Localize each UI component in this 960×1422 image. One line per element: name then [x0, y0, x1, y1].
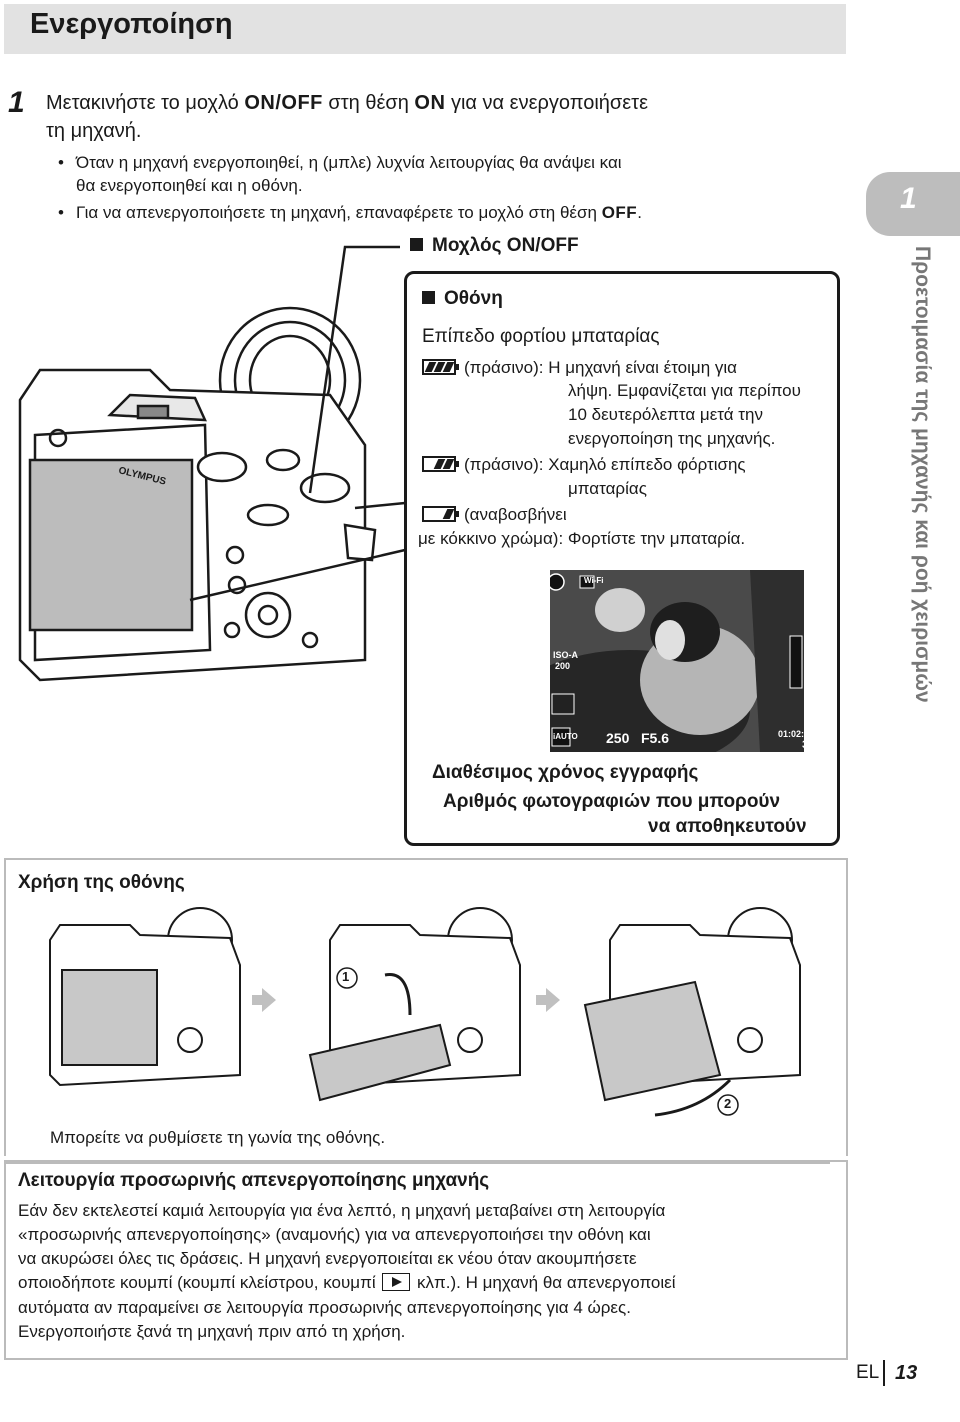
monitor-tilt-illustrations [49, 907, 801, 1117]
shots-label-line1: Αριθμός φωτογραφιών που μπορούν [443, 791, 781, 812]
battery-empty-text: (αναβοσβήνει [464, 505, 567, 524]
lcd-shutter: 250 [606, 730, 630, 746]
off-label: OFF [601, 203, 638, 222]
monitor-section-box [4, 858, 848, 1156]
battery-full-line2: λήψη. Εμφανίζεται για περίπου [568, 381, 801, 400]
battery-empty-line2: με κόκκινο χρώμα): Φορτίστε την μπαταρία… [418, 529, 746, 548]
lcd-shots: 38 [802, 739, 804, 751]
playback-button-icon [382, 1273, 411, 1291]
rec-time-label: Διαθέσιμος χρόνος εγγραφής [432, 762, 699, 783]
step-instruction-line2: τη μηχανή. [46, 120, 142, 142]
monitor-section-title: Χρήση της οθόνης [18, 872, 185, 893]
battery-full-text: (πράσινο): Η μηχανή είναι έτοιμη για [464, 358, 737, 377]
lcd-screen: Wi-Fi ISO-A 200 iAUTO 250 F5.6 01:02:03 … [550, 570, 804, 752]
tilt-step-2: 2 [724, 1096, 732, 1111]
on-label: ON [414, 92, 446, 114]
lcd-aperture: F5.6 [641, 730, 670, 746]
bullet-text: . [637, 203, 642, 222]
step-text: στη θέση [322, 92, 415, 114]
sleep-text: κλπ.). Η μηχανή θα απενεργοποιεί [412, 1273, 676, 1292]
chapter-number: 1 [900, 182, 917, 215]
battery-level-title: Επίπεδο φορτίου μπαταρίας [422, 326, 660, 347]
on-off-label: ON/OFF [244, 92, 323, 114]
battery-empty-line1: (αναβοσβήνει [422, 505, 567, 525]
lcd-rec-time: 01:02:03 [778, 729, 804, 739]
battery-low-line2: μπαταρίας [568, 479, 647, 498]
sleep-text: οποιοδήποτε κουμπί (κουμπί κλείστρου, κο… [18, 1273, 381, 1292]
sleep-line-1: Εάν δεν εκτελεστεί καμιά λειτουργία για … [18, 1201, 666, 1220]
monitor-label: Οθόνη [422, 288, 503, 310]
lcd-photo [550, 570, 804, 752]
arrow-icons [252, 988, 560, 1012]
sleep-line-4: οποιοδήποτε κουμπί (κουμπί κλείστρου, κο… [18, 1273, 676, 1293]
bullet-2: •Για να απενεργοποιήσετε τη μηχανή, επαν… [58, 203, 642, 222]
sleep-line-6: Ενεργοποιήστε ξανά τη μηχανή πριν από τη… [18, 1322, 406, 1341]
bullet-1: •Όταν η μηχανή ενεργοποιηθεί, η (μπλε) λ… [58, 153, 622, 172]
chapter-tab [866, 172, 960, 236]
square-bullet-icon [422, 291, 435, 304]
divider [4, 1162, 830, 1164]
lcd-iso-label: ISO-A [553, 650, 579, 660]
sleep-mode-box [4, 1160, 848, 1360]
on-off-lever-label: Μοχλός ON/OFF [410, 235, 579, 257]
bullet-text: Όταν η μηχανή ενεργοποιηθεί, η (μπλε) λυ… [76, 153, 622, 172]
page-title: Ενεργοποίηση [30, 8, 233, 40]
step-text: Μετακινήστε το μοχλό [46, 92, 245, 114]
sleep-mode-title: Λειτουργία προσωρινής απενεργοποίησης μη… [18, 1170, 490, 1191]
header-bar [4, 4, 846, 54]
camera-2-illustration [308, 907, 521, 1102]
sleep-line-3: να ακυρώσει όλες τις δράσεις. Η μηχανή ε… [18, 1249, 637, 1268]
rotate-arrow-1 [384, 973, 412, 1016]
page-number: 13 [895, 1362, 918, 1384]
shots-label-line2: να αποθηκευτούν [648, 816, 807, 837]
footer-lang: EL [856, 1362, 880, 1383]
monitor-caption: Μπορείτε να ρυθμίσετε τη γωνία της οθόνη… [50, 1128, 386, 1147]
battery-low-icon [422, 456, 459, 472]
camera-1-illustration [49, 907, 241, 1087]
bullet-1-cont: θα ενεργοποιηθεί και η οθόνη. [76, 176, 303, 195]
lever-label-text: Μοχλός ON/OFF [432, 235, 579, 256]
lcd-iso-value: 200 [555, 661, 571, 671]
monitor-label-text: Οθόνη [444, 288, 503, 309]
battery-full-line1: (πράσινο): Η μηχανή είναι έτοιμη για [422, 358, 737, 378]
tilt-step-1: 1 [342, 969, 350, 984]
battery-low-text: (πράσινο): Χαμηλό επίπεδο φόρτισης [464, 455, 746, 474]
battery-full-line3: 10 δευτερόλεπτα μετά την [568, 405, 763, 424]
camera-back-illustration: OLYMPUS [18, 306, 377, 682]
chapter-title: Προετοιμασία της μηχανής και ροή χειρισμ… [911, 246, 934, 703]
battery-low-line1: (πράσινο): Χαμηλό επίπεδο φόρτισης [422, 455, 746, 475]
battery-empty-icon [422, 506, 459, 522]
footer-divider [883, 1360, 885, 1386]
battery-full-line4: ενεργοποίηση της μηχανής. [568, 429, 776, 448]
square-bullet-icon [410, 238, 423, 251]
lcd-mode: iAUTO [553, 732, 578, 741]
bullet-text: Για να απενεργοποιήσετε τη μηχανή, επανα… [76, 203, 602, 222]
sleep-line-5: αυτόματα αν παραμείνει σε λειτουργία προ… [18, 1298, 631, 1317]
camera-3-illustration [583, 907, 801, 1102]
rotate-arrow-2 [654, 1078, 732, 1117]
sleep-line-2: «προσωρινής απενεργοποίησης» (αναμονής) … [18, 1225, 651, 1244]
battery-full-icon [422, 359, 459, 375]
step-instruction-line1: Μετακινήστε το μοχλό ON/OFF στη θέση ON … [46, 92, 648, 115]
lcd-wifi-icon: Wi-Fi [584, 576, 604, 585]
step-number: 1 [8, 86, 25, 119]
step-text: για να ενεργοποιήσετε [445, 92, 648, 114]
